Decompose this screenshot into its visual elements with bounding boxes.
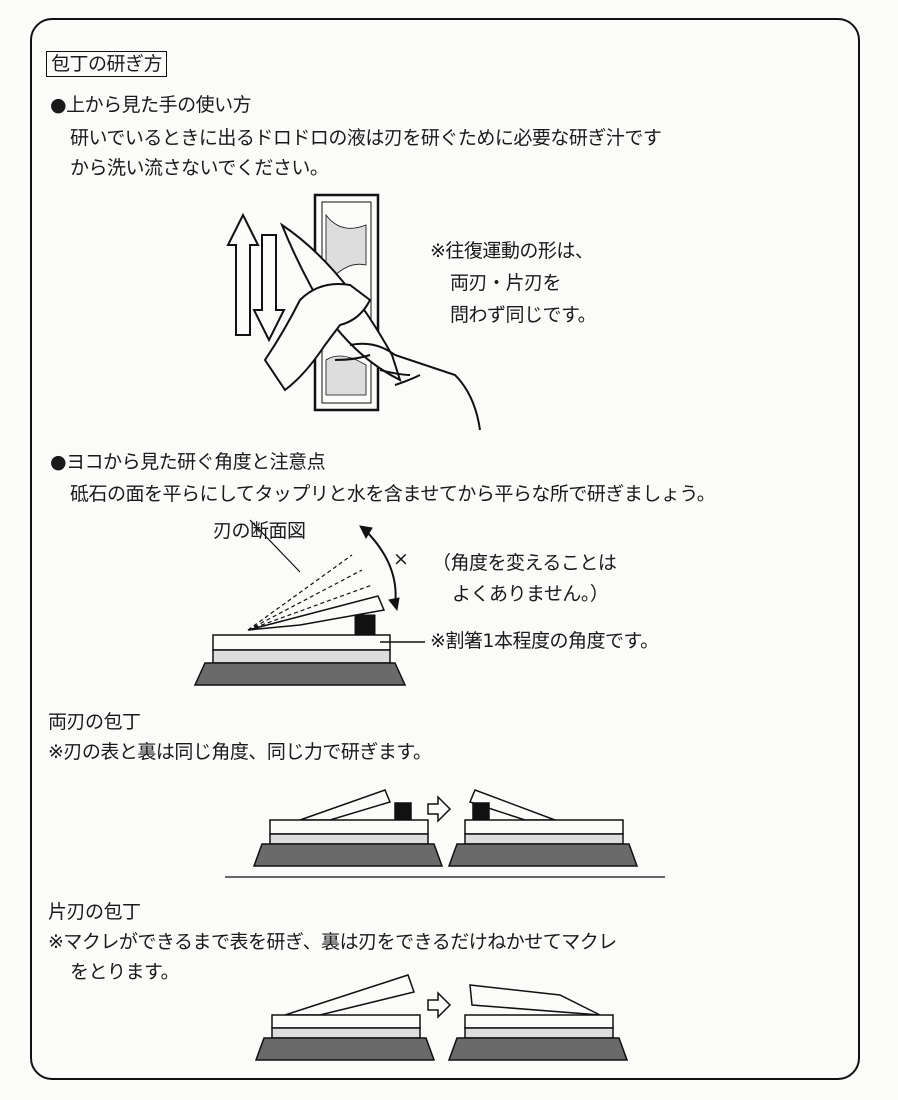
warning-line-2: よくありません。） bbox=[452, 583, 609, 605]
angle-note: ※割箸1本程度の角度です。 bbox=[430, 630, 659, 652]
motion-note-line-2: 両刃・片刃を bbox=[450, 272, 562, 294]
single-edge-diagram bbox=[254, 974, 629, 1061]
section1-heading: ●上から見た手の使い方 bbox=[50, 94, 252, 116]
cross-section-label: 刃の断面図 bbox=[213, 520, 306, 542]
section2-line: 砥石の面を平らにしてタップリと水を含ませてから平らな所で研ぎましょう。 bbox=[70, 483, 716, 505]
motion-note-line-1: ※往復運動の形は、 bbox=[430, 240, 594, 262]
side-view-angle-diagram bbox=[193, 519, 425, 686]
section1-line-1: 研いでいるときに出るドロドロの液は刃を研ぐために必要な研ぎ汁です bbox=[70, 127, 662, 149]
section2-heading: ●ヨコから見た研ぐ角度と注意点 bbox=[50, 451, 326, 473]
down-arrow-icon bbox=[252, 234, 286, 343]
double-edge-diagram bbox=[225, 789, 665, 878]
double-edge-note: ※刃の表と裏は同じ角度、同じ力で研ぎます。 bbox=[48, 741, 432, 763]
motion-note-line-3: 問わず同じです。 bbox=[450, 304, 597, 326]
up-arrow-icon bbox=[226, 212, 260, 336]
x-mark: × bbox=[393, 548, 409, 570]
double-edge-heading: 両刃の包丁 bbox=[48, 711, 141, 733]
right-arrow-icon bbox=[427, 991, 452, 1019]
document-frame bbox=[30, 18, 860, 1080]
single-edge-note-line-1: ※マクレができるまで表を研ぎ、裏は刃をできるだけねかせてマクレ bbox=[48, 931, 617, 953]
warning-line-1: （角度を変えることは bbox=[432, 552, 617, 574]
single-edge-note-line-2: をとります。 bbox=[70, 961, 180, 983]
section1-line-2: から洗い流さないでください。 bbox=[70, 157, 329, 179]
single-edge-heading: 片刃の包丁 bbox=[48, 901, 141, 923]
right-arrow-icon bbox=[427, 795, 452, 823]
top-view-sharpening-illustration bbox=[226, 193, 481, 431]
page-title: 包丁の研ぎ方 bbox=[46, 51, 168, 77]
